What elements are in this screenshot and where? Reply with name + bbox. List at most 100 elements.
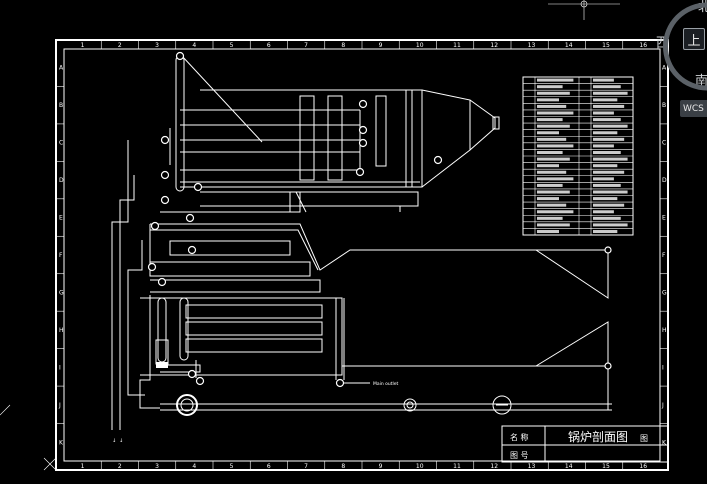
crosshair-diag-2 bbox=[43, 457, 57, 471]
table-cell-text-mark bbox=[593, 190, 628, 194]
table-cell-text-mark bbox=[593, 78, 614, 82]
row-tick-label: A bbox=[59, 65, 64, 72]
viewcube-top-button[interactable]: 上 bbox=[683, 28, 705, 50]
row-tick-label: J bbox=[58, 402, 61, 409]
lower-header-1 bbox=[179, 297, 189, 361]
column-tick-label: 1 bbox=[81, 463, 85, 470]
table-cell-text-mark bbox=[593, 144, 614, 148]
column-tick-label: 4 bbox=[192, 463, 196, 470]
column-tick-label: 13 bbox=[528, 463, 536, 470]
table-cell-text-mark bbox=[537, 170, 567, 174]
column-tick-label: 5 bbox=[230, 42, 234, 49]
nozzle-flange bbox=[492, 116, 500, 130]
table-cell-text-mark bbox=[593, 98, 618, 102]
column-tick-label: 12 bbox=[490, 463, 498, 470]
table-cell-text-mark bbox=[537, 190, 570, 194]
column-tick-label: 15 bbox=[602, 463, 610, 470]
downcomer-2 bbox=[119, 175, 135, 430]
upper-housing bbox=[200, 89, 423, 188]
column-tick-label: 6 bbox=[267, 42, 271, 49]
column-tick-label: 9 bbox=[379, 42, 383, 49]
crosshair-mark bbox=[0, 404, 11, 416]
axis-origin-marker bbox=[580, 0, 588, 8]
column-tick-label: 16 bbox=[639, 463, 647, 470]
row-tick-label: H bbox=[59, 327, 64, 334]
table-cell-text-mark bbox=[593, 183, 621, 187]
column-tick-label: 10 bbox=[416, 463, 424, 470]
table-cell-text-mark bbox=[537, 210, 574, 214]
table-cell-text-mark bbox=[593, 85, 621, 89]
column-tick-label: 7 bbox=[304, 463, 308, 470]
table-cell-text-mark bbox=[593, 124, 628, 128]
outlet-nozzle bbox=[469, 99, 496, 151]
row-tick-label: J bbox=[661, 402, 664, 409]
table-cell-text-mark bbox=[537, 223, 570, 227]
column-tick-label: 11 bbox=[453, 42, 461, 49]
table-cell-text-mark bbox=[537, 137, 567, 141]
mud-drum-left bbox=[176, 394, 198, 416]
row-tick-label: K bbox=[662, 439, 667, 446]
table-cell-text-mark bbox=[593, 170, 625, 174]
table-cell-text-mark bbox=[537, 85, 563, 89]
column-tick-label: 4 bbox=[192, 42, 196, 49]
viewcube-ring[interactable] bbox=[660, 0, 707, 95]
table-cell-text-mark bbox=[537, 151, 563, 155]
column-tick-label: 3 bbox=[155, 463, 159, 470]
table-cell-text-mark bbox=[593, 223, 628, 227]
column-tick-label: 14 bbox=[565, 42, 573, 49]
table-cell-text-mark bbox=[593, 137, 625, 141]
table-cell-text-mark bbox=[537, 118, 563, 122]
superheater-tube-1 bbox=[299, 95, 315, 181]
left-riser-header bbox=[175, 55, 185, 192]
table-cell-text-mark bbox=[593, 197, 618, 201]
support-diagonal bbox=[181, 55, 263, 143]
table-cell-text-mark bbox=[537, 157, 570, 161]
table-cell-text-mark bbox=[593, 118, 621, 122]
table-cell-text-mark bbox=[537, 164, 559, 168]
table-cell-text-mark bbox=[593, 216, 621, 220]
column-tick-label: 2 bbox=[118, 42, 122, 49]
column-tick-label: 7 bbox=[304, 42, 308, 49]
parts-list-table bbox=[522, 76, 634, 236]
slanted-connector bbox=[289, 191, 301, 213]
lower-header-2 bbox=[157, 297, 167, 363]
title-block: 名 称 图 号 锅炉剖面图 图 bbox=[501, 425, 669, 463]
table-cell-text-mark bbox=[593, 177, 614, 181]
column-tick-label: 16 bbox=[639, 42, 647, 49]
column-tick-label: 8 bbox=[341, 463, 345, 470]
feed-arrow-1: ↓ bbox=[112, 438, 116, 444]
table-cell-text-mark bbox=[593, 151, 621, 155]
lower-tube-3 bbox=[185, 338, 323, 353]
table-cell-text-mark bbox=[537, 216, 563, 220]
row-tick-label: C bbox=[662, 140, 666, 147]
table-cell-text-mark bbox=[593, 91, 628, 95]
table-cell-text-mark bbox=[537, 98, 559, 102]
column-tick-label: 6 bbox=[267, 463, 271, 470]
economizer-tube-2 bbox=[149, 261, 311, 277]
table-cell-text-mark bbox=[537, 197, 559, 201]
table-cell-text-mark bbox=[537, 230, 559, 234]
table-cell-text-mark bbox=[593, 164, 618, 168]
title-label-number: 图 号 bbox=[510, 451, 529, 460]
table-cell-text-mark bbox=[537, 144, 574, 148]
lower-tube-1 bbox=[185, 304, 323, 319]
column-tick-label: 10 bbox=[416, 42, 424, 49]
column-tick-label: 1 bbox=[81, 42, 85, 49]
row-tick-label: K bbox=[59, 439, 64, 446]
drawing-title-suffix: 图 bbox=[640, 434, 648, 443]
row-tick-label: E bbox=[662, 215, 666, 222]
column-tick-label: 3 bbox=[155, 42, 159, 49]
table-cell-text-mark bbox=[537, 91, 570, 95]
row-tick-label: A bbox=[662, 65, 667, 72]
row-tick-label: G bbox=[662, 289, 667, 296]
column-tick-label: 14 bbox=[565, 463, 573, 470]
row-tick-label: B bbox=[662, 102, 666, 109]
superheater-tube-3 bbox=[375, 95, 387, 167]
outlet-label: Main outlet bbox=[373, 381, 399, 387]
superheater-tube-2 bbox=[327, 95, 343, 181]
column-tick-label: 15 bbox=[602, 42, 610, 49]
wcs-dropdown[interactable]: WCS bbox=[680, 100, 707, 117]
